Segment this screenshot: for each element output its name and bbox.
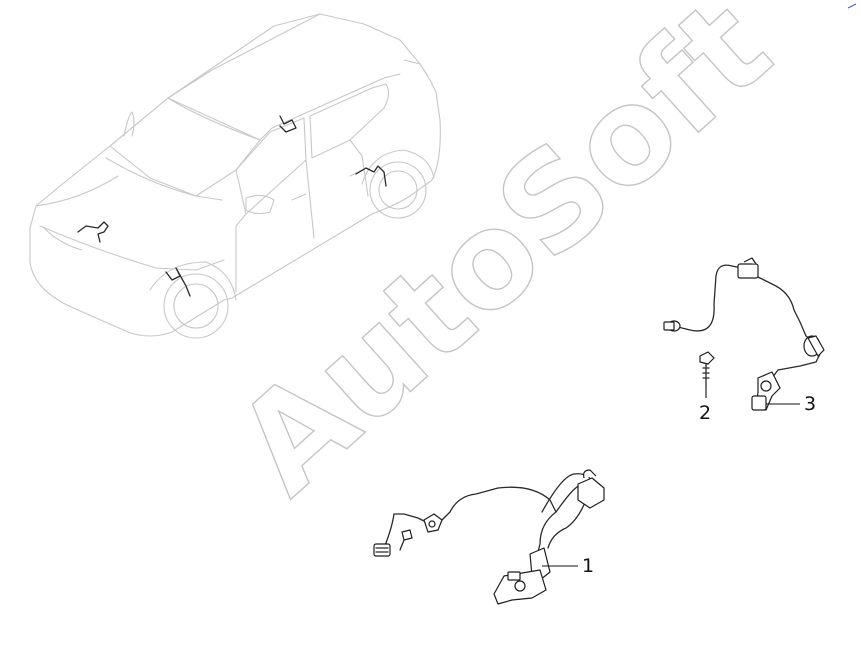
callout-2: 2 <box>699 386 711 424</box>
sensor-harness-icon <box>77 115 387 297</box>
bolt-icon <box>699 351 715 387</box>
callout-3-label: 3 <box>804 393 816 415</box>
vehicle-outline-icon <box>29 13 441 339</box>
front-wheel-speed-sensor <box>373 469 605 605</box>
callout-1-label: 1 <box>582 555 594 577</box>
corner-mark <box>847 3 857 9</box>
callout-3: 3 <box>766 393 816 415</box>
watermark-text: AutoSoft <box>208 0 799 524</box>
callout-2-label: 2 <box>699 402 711 424</box>
callout-1: 1 <box>542 555 594 577</box>
rear-wheel-speed-sensor <box>663 257 825 411</box>
